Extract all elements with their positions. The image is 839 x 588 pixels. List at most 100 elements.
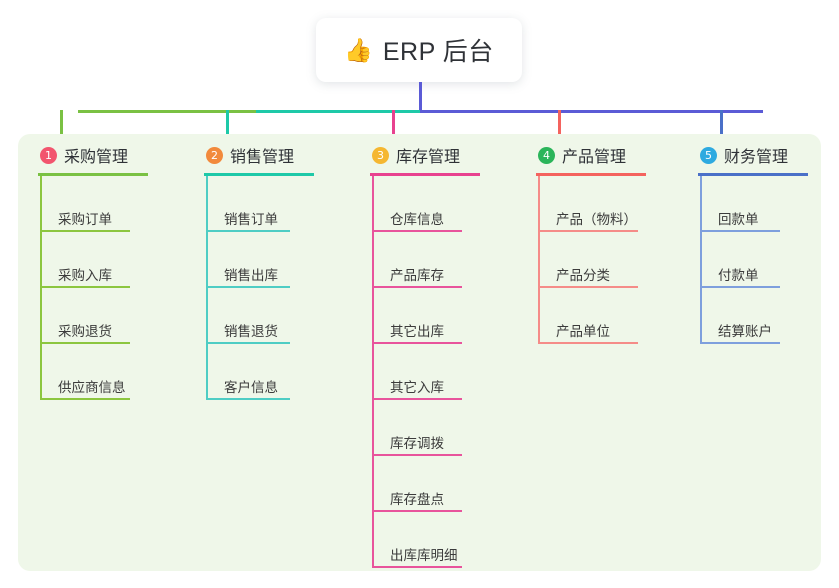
- branch-item-rule: [540, 286, 638, 288]
- branch-item-label: 产品库存: [390, 268, 444, 283]
- branch-header-rule-4: [536, 173, 646, 176]
- branch-item-label: 仓库信息: [390, 212, 444, 227]
- branch-item-label: 库存调拨: [390, 436, 444, 451]
- branch-item[interactable]: 采购订单: [40, 176, 148, 232]
- branch-header-1[interactable]: 1 采购管理: [38, 144, 148, 166]
- drop-line-4: [558, 110, 561, 148]
- branch-item-rule: [42, 230, 130, 232]
- bus-green: [78, 110, 258, 113]
- branch-item[interactable]: 库存调拨: [372, 400, 480, 456]
- branch-item[interactable]: 回款单: [700, 176, 808, 232]
- branch-header-5[interactable]: 5 财务管理: [698, 144, 808, 166]
- branch-item-label: 产品分类: [556, 268, 610, 283]
- branch-item[interactable]: 客户信息: [206, 344, 314, 400]
- thumbs-up-icon: 👍: [344, 36, 373, 63]
- branch-item[interactable]: 采购退货: [40, 288, 148, 344]
- branch-title-1: 采购管理: [64, 149, 129, 166]
- branch-header-rule-5: [698, 173, 808, 176]
- branch-spine-4: [538, 176, 540, 344]
- branch-item-label: 付款单: [718, 268, 759, 283]
- branch-column-1: 1 采购管理采购订单采购入库采购退货供应商信息: [38, 144, 148, 400]
- branch-item-rule: [208, 286, 290, 288]
- branch-item-list-3: 仓库信息产品库存其它出库其它入库库存调拨库存盘点出库库明细: [370, 176, 480, 568]
- branch-item[interactable]: 销售订单: [206, 176, 314, 232]
- branch-item-label: 采购退货: [58, 324, 112, 339]
- branch-column-5: 5 财务管理回款单付款单结算账户: [698, 144, 808, 344]
- branch-item-label: 销售退货: [224, 324, 278, 339]
- branch-item-rule: [42, 398, 130, 400]
- branch-header-rule-1: [38, 173, 148, 176]
- drop-line-1: [60, 110, 63, 148]
- branch-spine-3: [372, 176, 374, 568]
- branch-item-label: 回款单: [718, 212, 759, 227]
- branch-badge-1: 1: [40, 146, 57, 164]
- branch-item-rule: [208, 398, 290, 400]
- branch-item-list-4: 产品（物料） 产品分类产品单位: [536, 176, 646, 344]
- drop-line-5: [720, 110, 723, 148]
- branch-item[interactable]: 采购入库: [40, 232, 148, 288]
- branch-item[interactable]: 供应商信息: [40, 344, 148, 400]
- branch-item[interactable]: 产品（物料）: [538, 176, 646, 232]
- branch-item-label: 供应商信息: [58, 380, 126, 395]
- branch-item[interactable]: 销售退货: [206, 288, 314, 344]
- branch-badge-3: 3: [372, 146, 389, 164]
- branch-title-5: 财务管理: [724, 149, 789, 166]
- branch-item-label: 其它入库: [390, 380, 444, 395]
- branch-item-rule: [42, 342, 130, 344]
- branch-item[interactable]: 付款单: [700, 232, 808, 288]
- branch-item-rule: [374, 342, 462, 344]
- branch-spine-2: [206, 176, 208, 400]
- root-node-title: ERP 后台: [382, 38, 494, 66]
- branch-item[interactable]: 其它入库: [372, 344, 480, 400]
- root-node-card[interactable]: 👍 ERP 后台: [316, 18, 522, 82]
- branch-badge-4: 4: [538, 146, 555, 164]
- trunk-line: [419, 82, 422, 113]
- branch-item-label: 产品（物料）: [556, 212, 637, 227]
- branch-item-list-2: 销售订单销售出库销售退货客户信息: [204, 176, 314, 400]
- branch-item-label: 产品单位: [556, 324, 610, 339]
- branch-item-label: 采购入库: [58, 268, 112, 283]
- branch-badge-2: 2: [206, 146, 223, 164]
- branch-item-rule: [208, 230, 290, 232]
- branch-item[interactable]: 结算账户: [700, 288, 808, 344]
- branch-item-label: 销售出库: [224, 268, 278, 283]
- branch-spine-1: [40, 176, 42, 400]
- branch-item-rule: [540, 342, 638, 344]
- branch-item-rule: [374, 398, 462, 400]
- branch-item-rule: [540, 230, 638, 232]
- branch-item-rule: [374, 230, 462, 232]
- branch-item[interactable]: 产品库存: [372, 232, 480, 288]
- branch-item-list-1: 采购订单采购入库采购退货供应商信息: [38, 176, 148, 400]
- branch-item-rule: [208, 342, 290, 344]
- branch-item[interactable]: 销售出库: [206, 232, 314, 288]
- branch-item-rule: [374, 510, 462, 512]
- branch-item[interactable]: 产品单位: [538, 288, 646, 344]
- branch-item-label: 客户信息: [224, 380, 278, 395]
- branch-item[interactable]: 仓库信息: [372, 176, 480, 232]
- branch-item-label: 结算账户: [718, 324, 772, 339]
- drop-line-3: [392, 110, 395, 148]
- branch-item-rule: [374, 454, 462, 456]
- branch-item-rule: [702, 342, 780, 344]
- bus-blue: [420, 110, 763, 113]
- drop-line-2: [226, 110, 229, 148]
- branch-item[interactable]: 出库库明细: [372, 512, 480, 568]
- bus-teal: [256, 110, 422, 113]
- branch-item-label: 销售订单: [224, 212, 278, 227]
- branch-item-rule: [374, 566, 462, 568]
- branch-header-rule-3: [370, 173, 480, 176]
- branch-item[interactable]: 其它出库: [372, 288, 480, 344]
- branch-badge-5: 5: [700, 146, 717, 164]
- branch-header-rule-2: [204, 173, 314, 176]
- branch-spine-5: [700, 176, 702, 344]
- branch-item-label: 出库库明细: [390, 548, 458, 563]
- branch-item[interactable]: 产品分类: [538, 232, 646, 288]
- branch-item[interactable]: 库存盘点: [372, 456, 480, 512]
